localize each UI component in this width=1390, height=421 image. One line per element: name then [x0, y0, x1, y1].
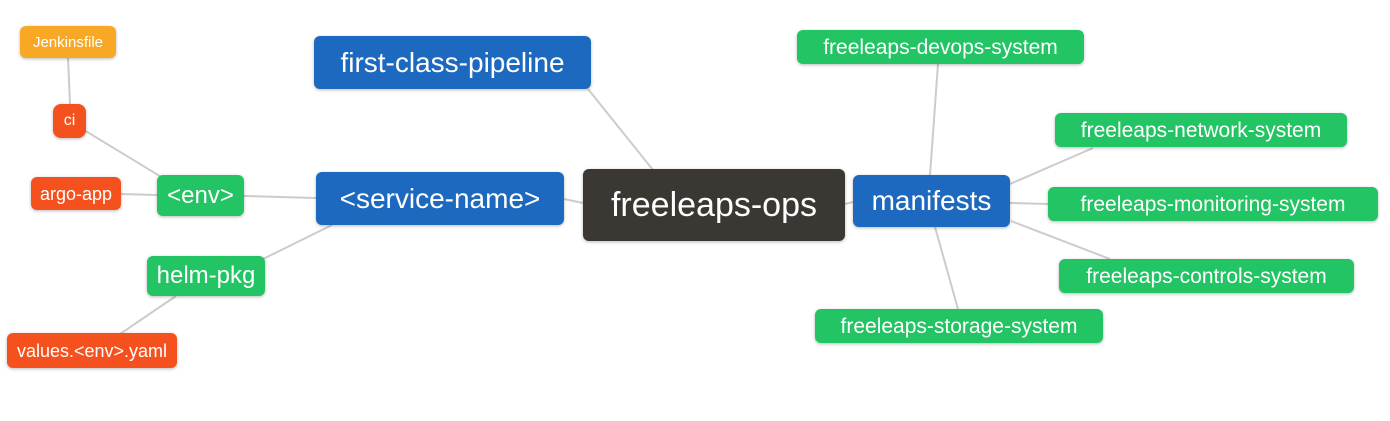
edge-ops-manifests	[844, 201, 854, 205]
edge-servicename-helmpkg	[262, 224, 333, 260]
node-freeleaps-network-system[interactable]: freeleaps-network-system	[1055, 113, 1347, 147]
edge-manifests-storage	[934, 226, 959, 310]
node-service-name[interactable]: <service-name>	[316, 172, 564, 225]
node-jenkinsfile[interactable]: Jenkinsfile	[20, 26, 116, 58]
node-env[interactable]: <env>	[157, 175, 244, 216]
node-freeleaps-controls-system[interactable]: freeleaps-controls-system	[1059, 259, 1354, 293]
edge-argoapp-env	[120, 193, 158, 196]
edge-manifests-devops	[929, 63, 939, 176]
edge-env-servicename	[243, 195, 317, 199]
node-values-env-yaml[interactable]: values.<env>.yaml	[7, 333, 177, 368]
node-manifests[interactable]: manifests	[853, 175, 1010, 227]
edge-manifests-controls	[1010, 220, 1111, 260]
edge-jenkinsfile-ci	[67, 57, 71, 105]
node-freeleaps-monitoring-system[interactable]: freeleaps-monitoring-system	[1048, 187, 1378, 221]
node-argo-app[interactable]: argo-app	[31, 177, 121, 210]
edge-helmpkg-valuesyaml	[119, 295, 177, 335]
edge-manifests-monitoring	[1009, 202, 1049, 205]
node-helm-pkg[interactable]: helm-pkg	[147, 256, 265, 296]
node-ci[interactable]: ci	[53, 104, 86, 138]
node-freeleaps-devops-system[interactable]: freeleaps-devops-system	[797, 30, 1084, 64]
edge-fcp-freeleapsops	[587, 88, 654, 171]
node-freeleaps-storage-system[interactable]: freeleaps-storage-system	[815, 309, 1103, 343]
edge-ci-env	[83, 129, 164, 179]
node-first-class-pipeline[interactable]: first-class-pipeline	[314, 36, 591, 89]
node-freeleaps-ops[interactable]: freeleaps-ops	[583, 169, 845, 241]
edge-servicename-ops	[563, 198, 584, 204]
edge-manifests-network	[1009, 147, 1094, 185]
